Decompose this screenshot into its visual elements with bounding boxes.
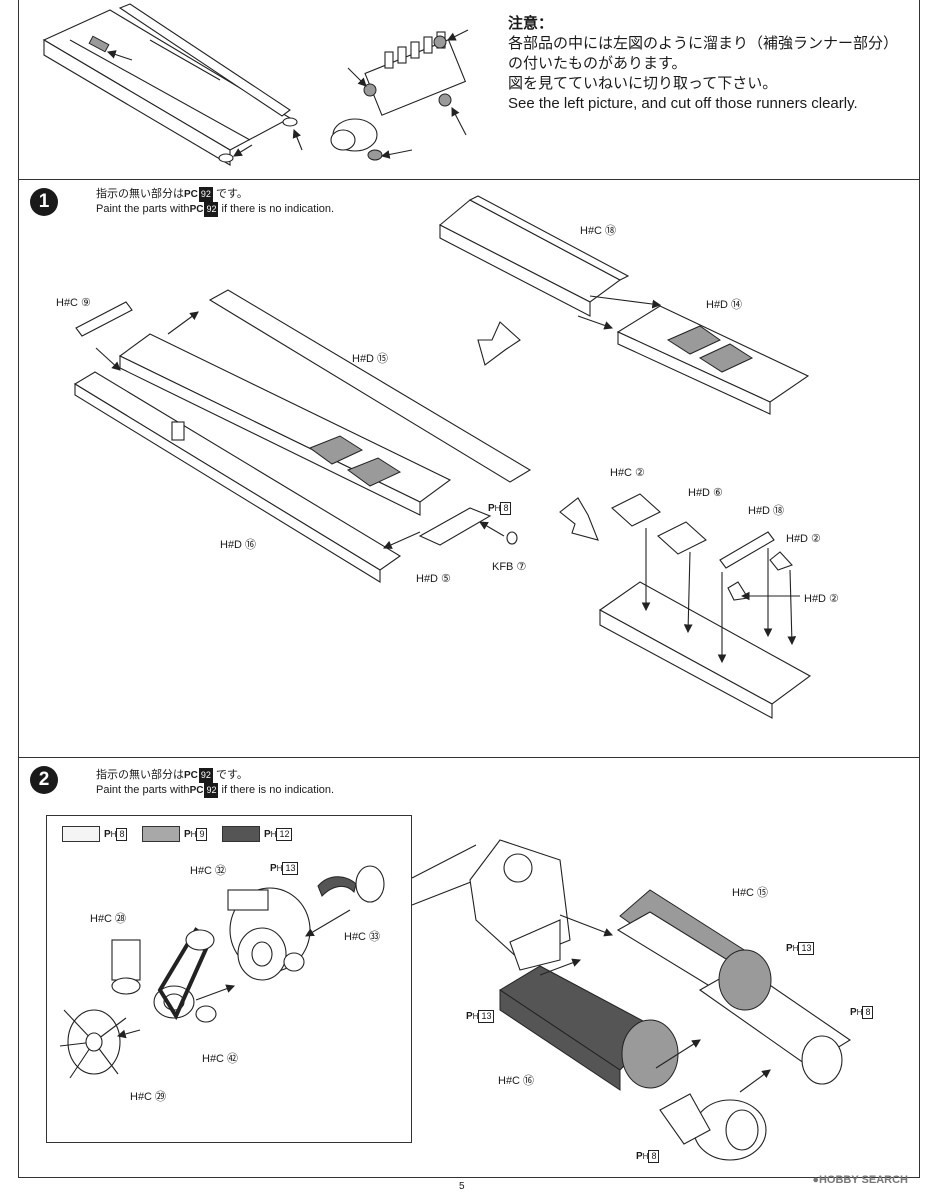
note-line-4: See the left picture, and cut off those … [508, 95, 858, 112]
paint-code-box: 8 [500, 502, 512, 515]
paint-ph-icon: P [488, 503, 495, 514]
paint-code: 92 [198, 187, 213, 202]
label-hc-33: H#C ㉝ [344, 931, 381, 943]
label-hc-28: H#C ㉘ [90, 913, 127, 925]
note-line-2: の付いたものがあります。 [508, 55, 687, 72]
note-line-3: 図を見てていねいに切り取って下さい。 [508, 75, 778, 92]
step-2-en-pre: Paint the parts with [96, 784, 190, 796]
label-hd-5: H#D ⑤ [416, 573, 451, 585]
step-1-en-post: if there is no indication. [221, 203, 335, 215]
legend-code-3: 12 [276, 828, 293, 841]
label-hd-15: H#D ⑮ [352, 353, 389, 365]
paint-code-box: 13 [798, 942, 815, 955]
paint-code: 92 [204, 202, 219, 217]
legend-code-2: 9 [196, 828, 208, 841]
step-2-badge: 2 [30, 766, 58, 794]
legend-code-1: 8 [116, 828, 128, 841]
label-hc-2: H#C ② [610, 467, 645, 479]
paint-code-box: 13 [282, 862, 299, 875]
label-hc-15: H#C ⑮ [732, 887, 769, 899]
paint-code-box: 13 [478, 1010, 495, 1023]
label-hc-16: H#C ⑯ [498, 1075, 535, 1087]
label-hc-29: H#C ㉙ [130, 1091, 167, 1103]
step-2-jp-pre: 指示の無い部分は [96, 769, 184, 781]
engine-detail-inset [46, 815, 412, 1143]
paint-pc-icon: PC [184, 189, 198, 200]
step-1-en-pre: Paint the parts with [96, 203, 190, 215]
step-2-panel [18, 758, 920, 1178]
label-hd-14: H#D ⑭ [706, 299, 743, 311]
label-hc-18: H#C ⑱ [580, 225, 617, 237]
runner-example-drawing [42, 3, 469, 166]
paint-pc-icon: PC [189, 204, 204, 215]
label-hd-16: H#D ⑯ [220, 539, 257, 551]
label-kfb-7: KFB ⑦ [492, 561, 527, 573]
paint-code-box: 8 [648, 1150, 660, 1163]
watermark-logo: ●HOBBY SEARCH [812, 1174, 908, 1186]
label-hd-2-a: H#D ② [786, 533, 821, 545]
paint-code: 92 [198, 768, 213, 783]
paint-pc-icon: PC [189, 785, 204, 796]
legend-swatch-3 [222, 826, 260, 842]
label-hc-9: H#C ⑨ [56, 297, 91, 309]
paint-code: 92 [204, 783, 219, 798]
label-hc-32: H#C ㉜ [190, 865, 227, 877]
step-1-badge: 1 [30, 188, 58, 216]
step-1-drawing [73, 195, 812, 719]
legend-swatch-2 [142, 826, 180, 842]
step-1-jp-pre: 指示の無い部分は [96, 188, 184, 200]
paint-pc-icon: PC [184, 770, 198, 781]
note-line-1: 各部品の中には左図のように溜まり（補強ランナー部分） [508, 35, 899, 52]
label-hc-62: H#C ㊷ [202, 1053, 239, 1065]
label-hd-2-b: H#D ② [804, 593, 839, 605]
note-title: 注意： [508, 15, 554, 32]
step-2-jp-post: です。 [215, 769, 248, 781]
runner-note-panel [18, 0, 920, 180]
legend-swatch-1 [62, 826, 100, 842]
paint-code-box: 8 [862, 1006, 874, 1019]
runner-note: 注意： 各部品の中には左図のように溜まり（補強ランナー部分） の付いたものがあり… [508, 14, 898, 114]
label-hd-6: H#D ⑥ [688, 487, 723, 499]
step-1-panel [18, 180, 920, 758]
page-number: 5 [459, 1181, 465, 1192]
step-2-en-post: if there is no indication. [221, 784, 335, 796]
step-1-jp-post: です。 [215, 188, 248, 200]
label-hd-18: H#D ⑱ [748, 505, 785, 517]
